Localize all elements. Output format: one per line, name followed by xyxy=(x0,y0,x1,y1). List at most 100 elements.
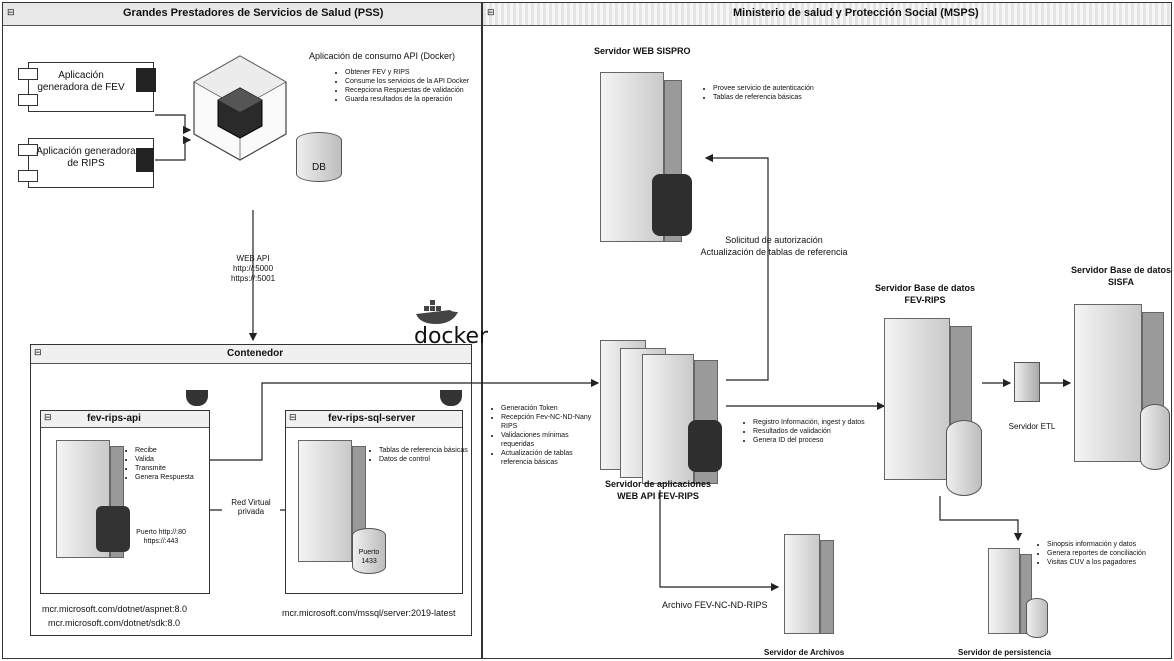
persist-bullet: Visitas CUV a los pagadores xyxy=(1047,558,1174,567)
auth-line2: Actualización de tablas de referencia xyxy=(700,247,848,257)
network-label: Red Virtual privada xyxy=(222,498,280,516)
api-title: Aplicación de consumo API (Docker) xyxy=(308,51,456,61)
sql-db-cylinder xyxy=(352,528,386,574)
app-rips-box[interactable] xyxy=(28,138,154,188)
db-fev-title1: Servidor Base de datos xyxy=(874,283,976,293)
container-title: Contenedor xyxy=(227,348,284,359)
msps-lane: ⊟ Ministerio de salud y Protección Socia… xyxy=(482,2,1172,659)
db-fev-server-icon xyxy=(884,318,950,480)
db-sisfa-cylinder xyxy=(1140,404,1170,470)
sql-bullet: Tablas de referencia básicas xyxy=(379,446,471,455)
api-bullet: Obtener FEV y RIPS xyxy=(345,68,495,77)
auth-label: Solicitud de autorización Actualización … xyxy=(694,234,854,258)
app-server-bullet: Generación Token xyxy=(501,404,593,413)
db-sisfa-title2: SISFA xyxy=(1107,277,1134,287)
app-server-icon xyxy=(642,354,694,484)
xml-file-icon xyxy=(136,68,156,92)
etl-icon xyxy=(1014,362,1040,402)
sispro-title: Servidor WEB SISPRO xyxy=(594,46,691,56)
collapse-icon[interactable]: ⊟ xyxy=(44,412,52,422)
sql-server-icon xyxy=(298,440,352,562)
api-bullet: Consume los servicios de la API Docker xyxy=(345,77,495,86)
persist-server-label: Servidor de persistencia xyxy=(958,648,1051,657)
api-bullet: Recepciona Respuestas de validación xyxy=(345,86,495,95)
app-server-bullet-list: Generación Token Recepción Fev-NC-ND-Nan… xyxy=(490,404,593,467)
app-fev-label: Aplicación generadora de FEV xyxy=(37,70,125,93)
container-box: ⊟ Contenedor xyxy=(30,344,472,636)
sql-server-box[interactable]: ⊟ fev-rips-sql-server xyxy=(285,410,463,594)
persist-server-icon xyxy=(988,548,1020,634)
app-server-bullet: Validaciones mínimas requeridas xyxy=(501,431,593,449)
fev-rips-api-title: fev-rips-api xyxy=(87,413,141,424)
app-fev-left-tab xyxy=(18,94,38,106)
archive-label: Archivo FEV-NC-ND-RIPS xyxy=(662,600,768,610)
webapi-labels: WEB API http://:5000 https://:5001 xyxy=(222,254,284,284)
db-cylinder-icon xyxy=(296,132,342,182)
api-cube-icon xyxy=(190,52,290,164)
files-server-label: Servidor de Archivos xyxy=(764,648,845,657)
sql-port: Puerto 1433 xyxy=(358,549,380,565)
db-fev-cylinder xyxy=(946,420,982,496)
fev-api-bullet-list: Recibe Valida Transmite Genera Respuesta xyxy=(124,446,215,482)
app-rips-label: Aplicación generadora de RIPS xyxy=(36,146,136,169)
collapse-icon[interactable]: ⊟ xyxy=(7,7,15,17)
api-server-drive xyxy=(96,506,130,552)
collapse-icon[interactable]: ⊟ xyxy=(289,412,297,422)
sql-bullet-list: Tablas de referencia básicas Datos de co… xyxy=(368,446,471,464)
fev-api-port: Puerto http://:80 https://:443 xyxy=(136,529,186,545)
pss-lane-header xyxy=(3,3,481,26)
fev-rips-api-box[interactable]: ⊟ fev-rips-api xyxy=(40,410,210,594)
docker-whale-icon xyxy=(414,300,460,326)
db-sisfa-server-icon xyxy=(1074,304,1142,462)
register-bullet-list: Registro Información, ingest y datos Res… xyxy=(742,418,893,445)
auth-line1: Solicitud de autorización xyxy=(725,235,823,245)
msps-lane-title: Ministerio de salud y Protección Social … xyxy=(733,7,979,19)
sispro-lock-icon xyxy=(652,174,692,236)
pss-lane: ⊟ Grandes Prestadores de Servicios de Sa… xyxy=(2,2,482,659)
app-server-label1: Servidor de aplicaciones xyxy=(604,479,712,489)
app-server-bullet: Actualización de tablas referencia básic… xyxy=(501,449,593,467)
app-rips-left-tab xyxy=(18,144,38,156)
sispro-bullet: Provee servicio de autenticación xyxy=(713,84,833,93)
fev-api-bullet: Valida xyxy=(135,455,215,464)
db-sisfa-title: Servidor Base de datos SISFA xyxy=(1066,264,1174,288)
docker-small-icon xyxy=(186,390,208,406)
app-fev-box[interactable] xyxy=(28,62,154,112)
https-label: https://:5001 xyxy=(230,274,276,283)
api-bullet: Guarda resultados de la operación xyxy=(345,95,495,104)
persist-cylinder xyxy=(1026,598,1048,638)
pss-lane-title: Grandes Prestadores de Servicios de Salu… xyxy=(123,7,384,19)
sispro-bullet: Tablas de referencia básicas xyxy=(713,93,833,102)
fev-api-bullet: Transmite xyxy=(135,464,215,473)
persist-bullet: Genera reportes de conciliación xyxy=(1047,549,1174,558)
sql-server-title: fev-rips-sql-server xyxy=(328,413,416,424)
http-label: http://:5000 xyxy=(232,264,274,273)
persist-bullet-list: Sinopsis información y datos Genera repo… xyxy=(1036,540,1174,567)
register-bullet: Resultados de validación xyxy=(753,427,893,436)
app-fev-left-tab xyxy=(18,68,38,80)
files-server-side xyxy=(820,540,834,634)
db-fev-title2: FEV-RIPS xyxy=(904,295,946,305)
files-server-icon xyxy=(784,534,820,634)
persist-bullet: Sinopsis información y datos xyxy=(1047,540,1174,549)
sql-server-header xyxy=(286,411,462,428)
register-bullet: Registro Información, ingest y datos xyxy=(753,418,893,427)
collapse-icon[interactable]: ⊟ xyxy=(487,7,495,17)
fev-api-bullet: Recibe xyxy=(135,446,215,455)
app-server-label2: WEB API FEV-RIPS xyxy=(617,491,699,501)
app-server-drive xyxy=(688,420,722,472)
collapse-icon[interactable]: ⊟ xyxy=(34,347,42,357)
sispro-bullet-list: Provee servicio de autenticación Tablas … xyxy=(702,84,833,102)
app-server-bullet: Recepción Fev-NC-ND-Nany RIPS xyxy=(501,413,593,431)
json-file-icon xyxy=(136,148,154,172)
sql-image: mcr.microsoft.com/mssql/server:2019-late… xyxy=(282,608,456,618)
etl-label: Servidor ETL xyxy=(1008,422,1056,431)
app-server-label: Servidor de aplicaciones WEB API FEV-RIP… xyxy=(596,478,720,502)
fev-api-bullet: Genera Respuesta xyxy=(135,473,215,482)
fev-rips-api-header xyxy=(41,411,209,428)
msps-lane-header xyxy=(483,3,1171,26)
db-fev-title: Servidor Base de datos FEV-RIPS xyxy=(870,282,980,306)
sql-bullet: Datos de control xyxy=(379,455,471,464)
webapi-label: WEB API xyxy=(236,254,270,263)
